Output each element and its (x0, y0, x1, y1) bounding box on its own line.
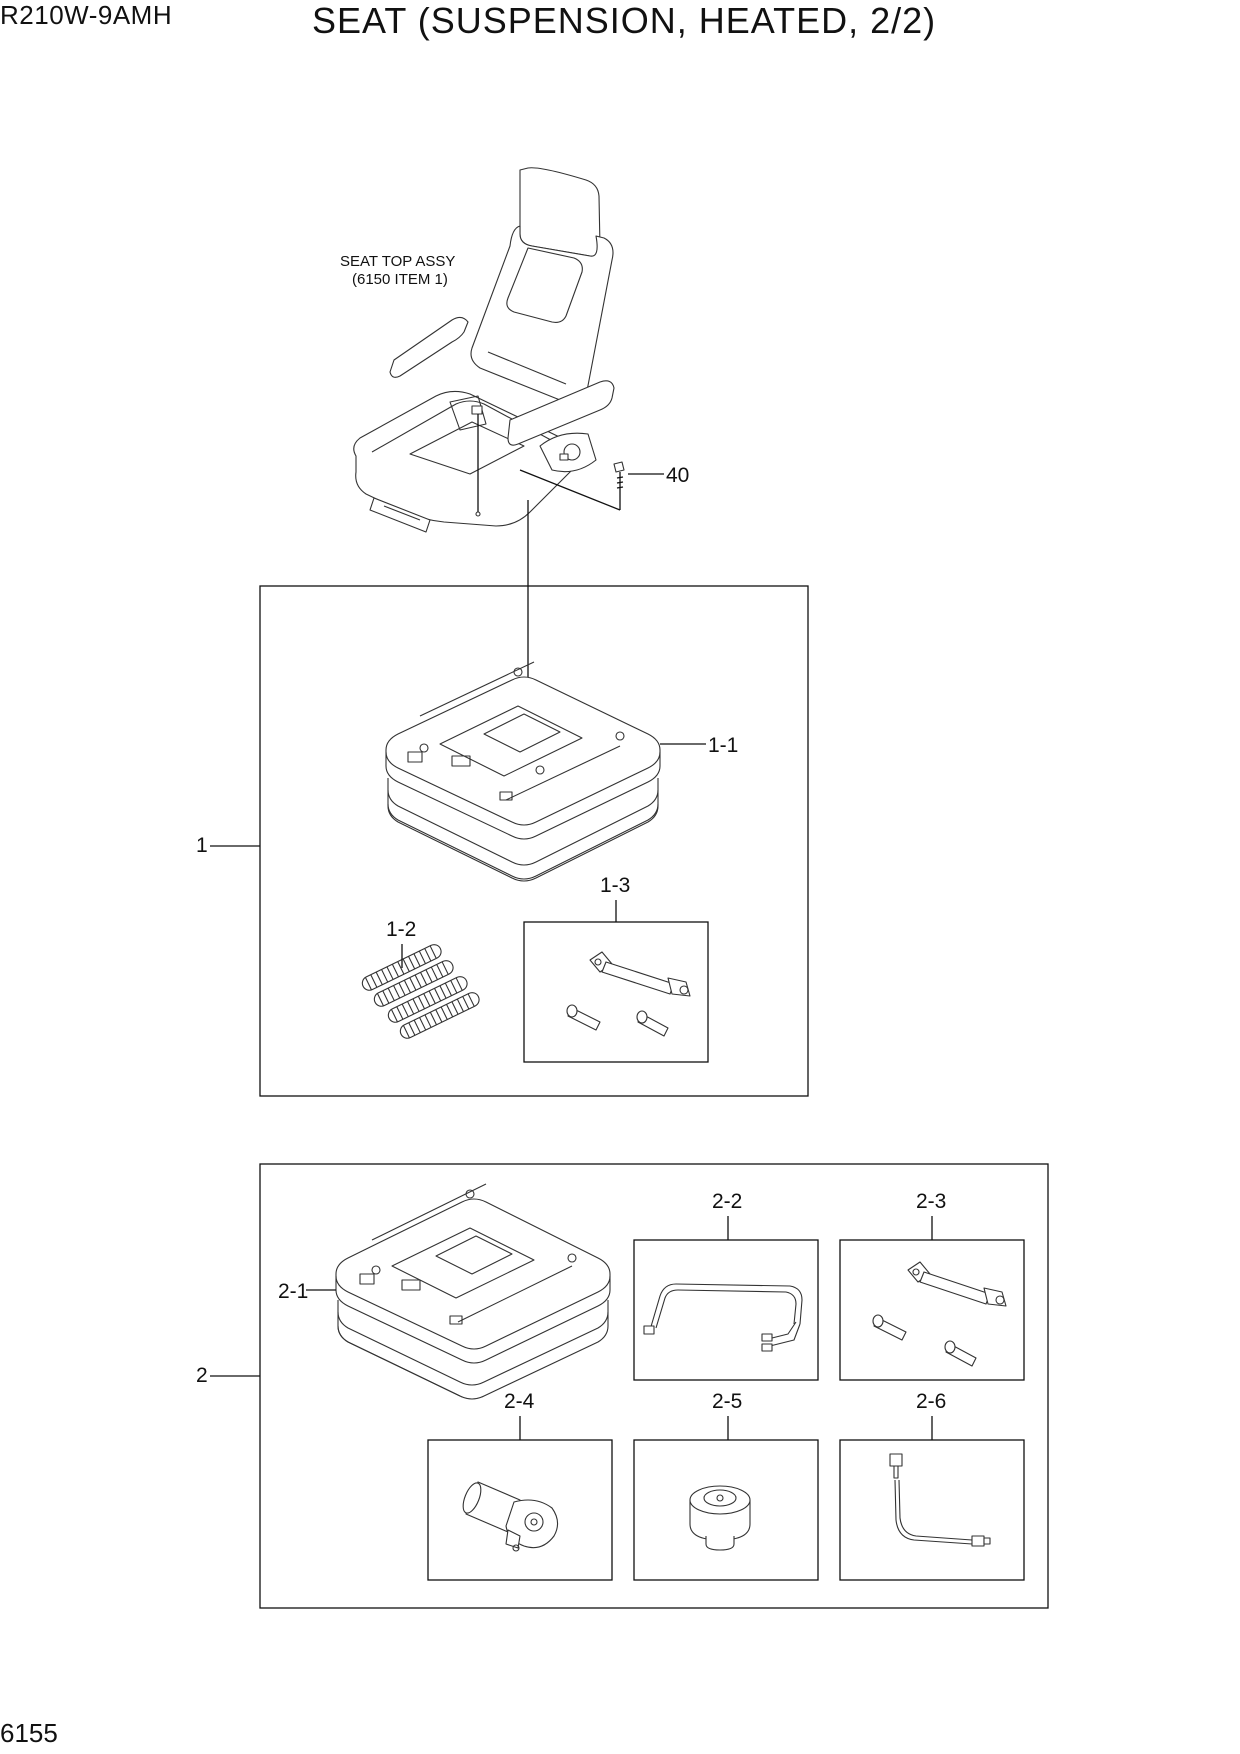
callout-2-6: 2-6 (916, 1390, 946, 1413)
seat-top-assembly-icon (353, 167, 615, 533)
callout-2: 2 (196, 1364, 208, 1387)
page-title: SEAT (SUSPENSION, HEATED, 2/2) (312, 0, 937, 41)
callout-1-1: 1-1 (708, 734, 738, 757)
bolt-icon (519, 461, 625, 511)
callout-40: 40 (666, 464, 689, 487)
page-number: 6155 (0, 1718, 58, 1748)
callout-2-3: 2-3 (916, 1190, 946, 1213)
control-switch-icon (689, 1485, 751, 1551)
callout-1: 1 (196, 834, 208, 857)
callout-1-2: 1-2 (386, 918, 416, 941)
seat-top-assy-reference: (6150 ITEM 1) (352, 271, 448, 288)
callout-1-3: 1-3 (600, 874, 630, 897)
part-2-3-frame (839, 1239, 1025, 1381)
part-2-2-frame (633, 1239, 819, 1381)
callout-2-2: 2-2 (712, 1190, 742, 1213)
seat-top-assy-note: SEAT TOP ASSY (340, 253, 455, 270)
callout-2-1: 2-1 (278, 1280, 308, 1303)
suspension-base-icon (335, 1183, 611, 1400)
group-2-frame (259, 1163, 1049, 1609)
part-2-5-frame (633, 1439, 819, 1581)
air-compressor-icon (462, 1481, 559, 1552)
model-code: R210W-9AMH (0, 0, 173, 30)
spring-set-icon (361, 944, 480, 1039)
damper-kit-icon (872, 1261, 1007, 1367)
part-2-6-frame (839, 1439, 1025, 1581)
callout-2-4: 2-4 (504, 1390, 535, 1413)
damper-kit-icon (566, 951, 691, 1037)
cable-assembly-icon (889, 1453, 991, 1547)
callout-2-5: 2-5 (712, 1390, 742, 1413)
group-1-frame (259, 585, 809, 1097)
suspension-base-icon (385, 661, 661, 882)
wire-harness-icon (643, 1283, 803, 1352)
